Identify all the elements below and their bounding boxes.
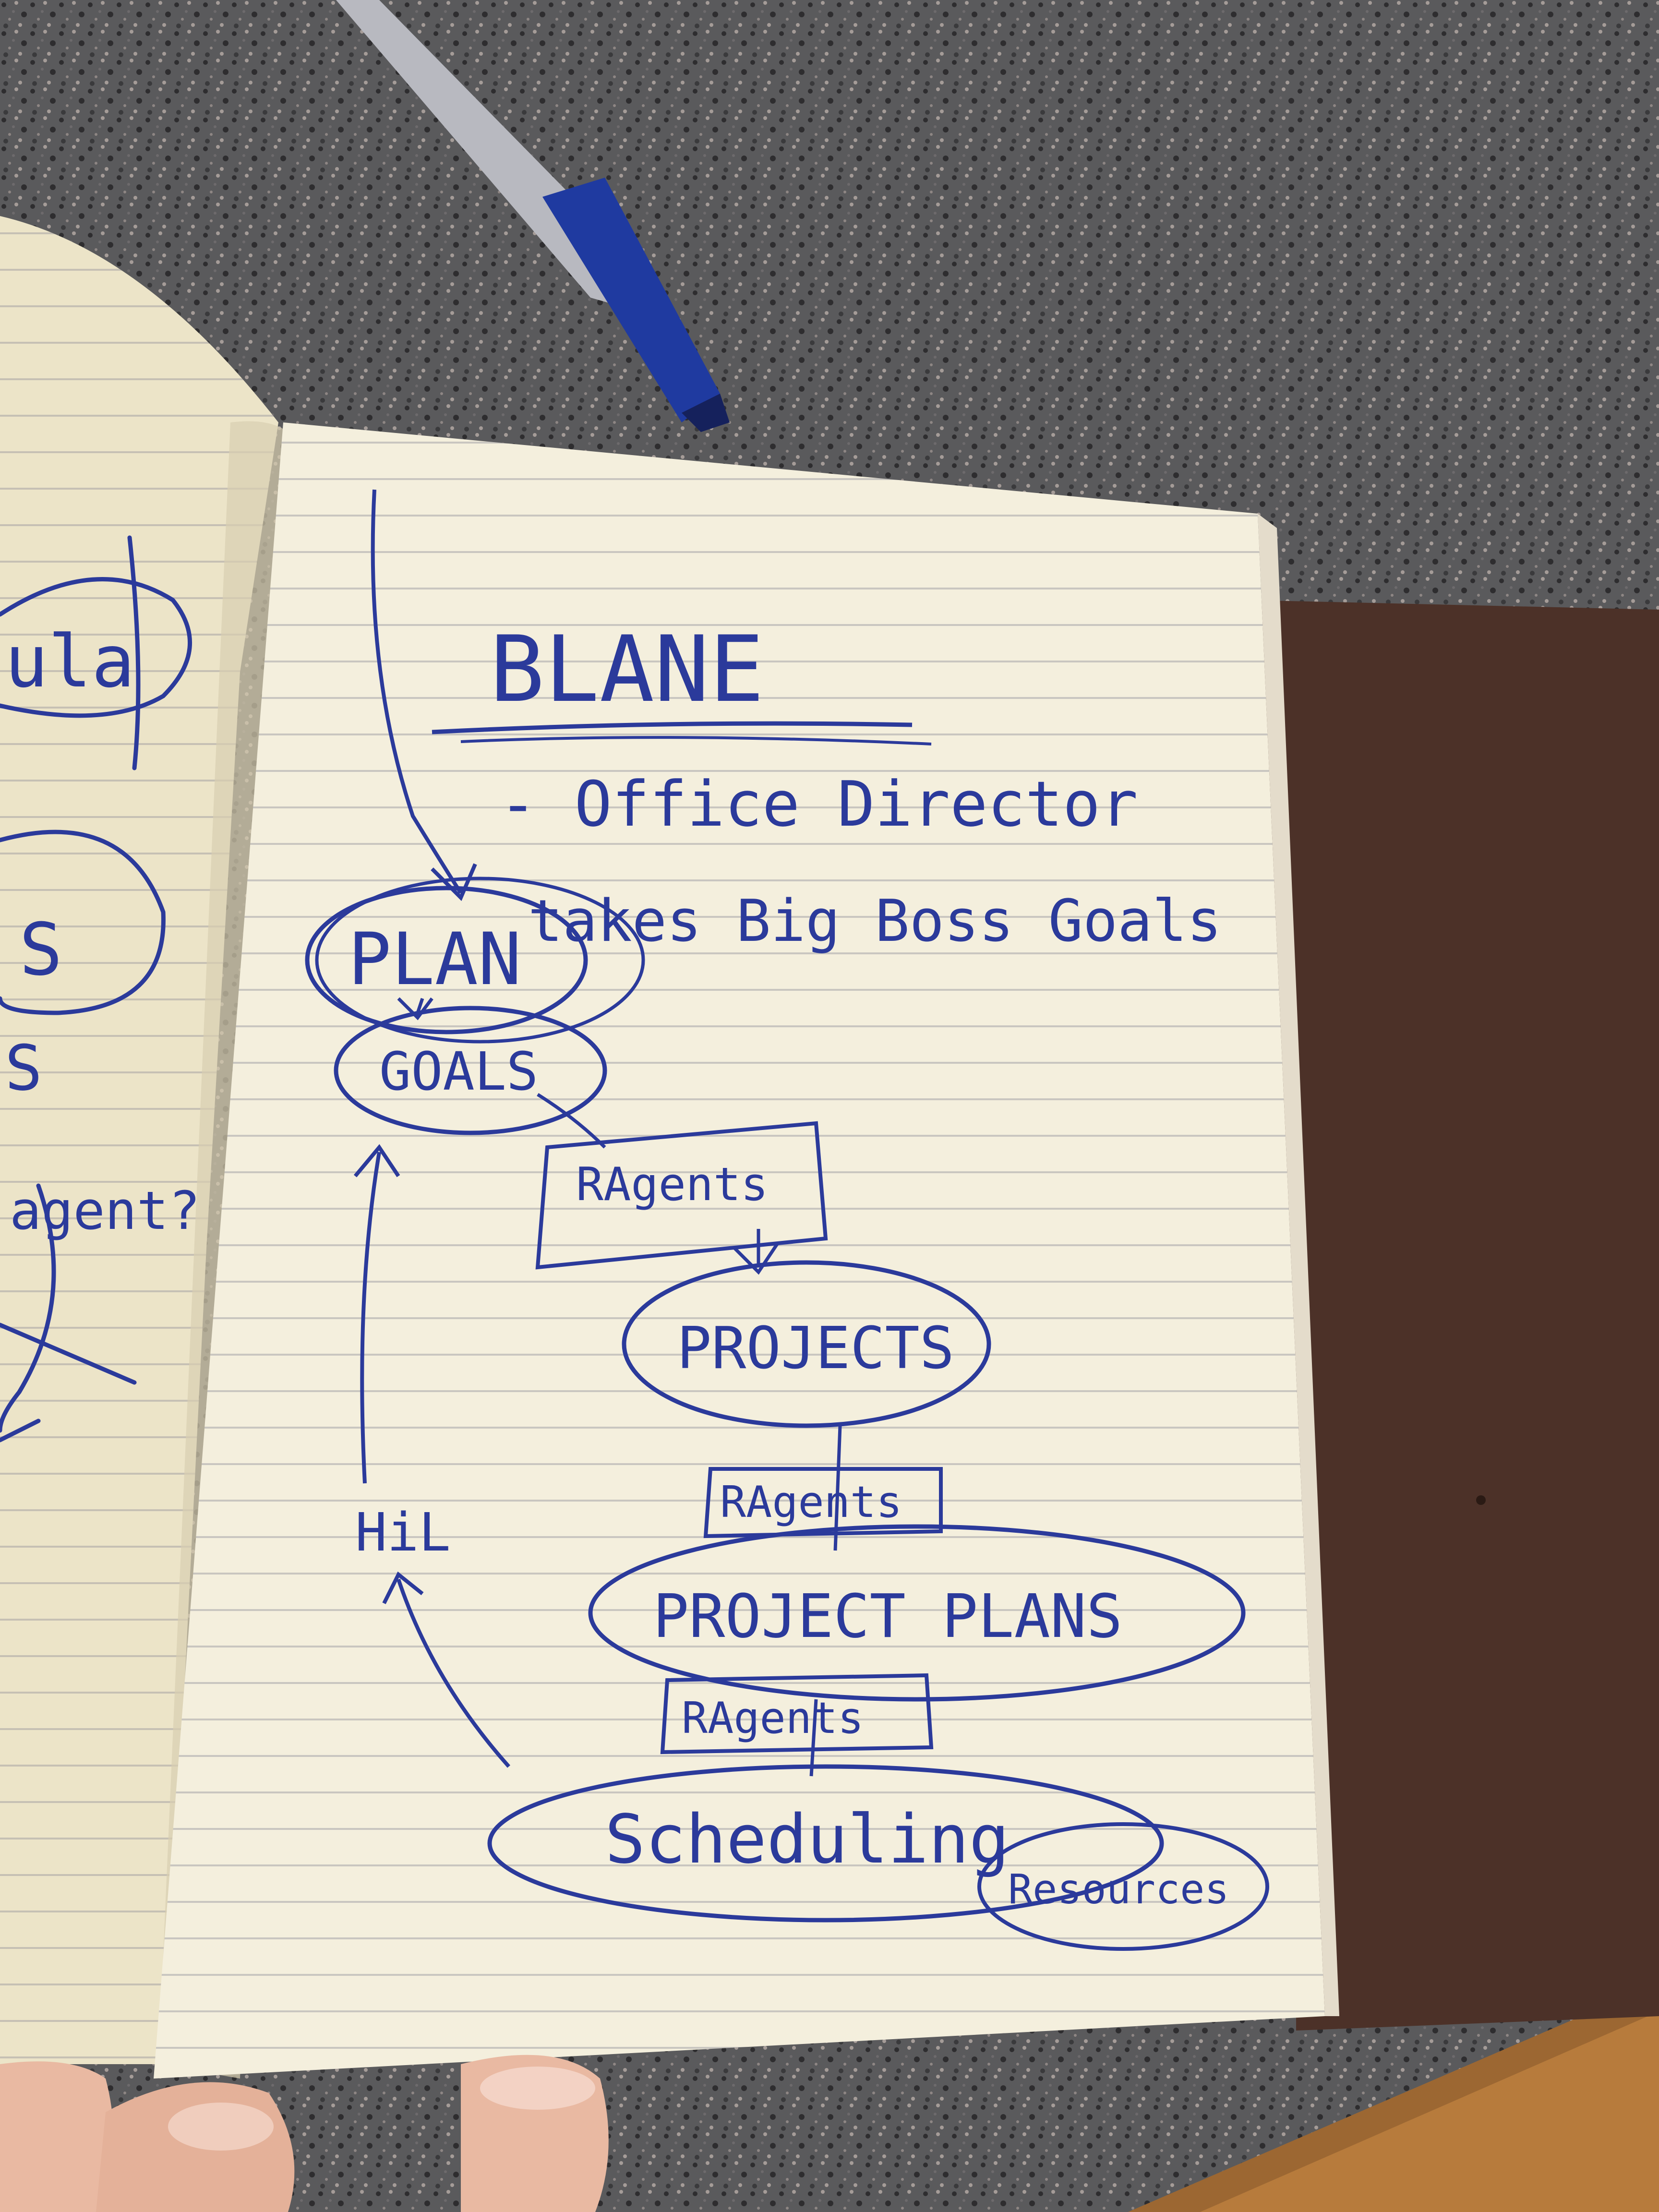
- leather-cover: [1248, 600, 1659, 2031]
- left-fragment-2: S: [19, 908, 62, 992]
- right-page: [154, 422, 1325, 2079]
- page-edge: [1258, 514, 1339, 2016]
- title-underline-2: [460, 736, 932, 745]
- scheduling-label: Scheduling: [605, 1801, 1010, 1879]
- agents-box-2: [703, 1467, 943, 1539]
- arrow-plan-goals: [397, 997, 433, 1021]
- left-fragment-3: S: [5, 1032, 42, 1105]
- note-line-2: takes Big Boss Goals: [528, 888, 1222, 955]
- leather-spot: [1476, 1495, 1486, 1505]
- arrow-scheduling-hil: [397, 1578, 510, 1768]
- left-fragment-4: agent?: [10, 1180, 200, 1241]
- left-page: [0, 216, 278, 2064]
- projects-label: PROJECTS: [677, 1315, 954, 1382]
- arrow-hil-goals: [360, 1152, 381, 1484]
- arrow-scheduling-hil-head: [382, 1571, 424, 1604]
- goals-ellipse: [334, 1006, 607, 1135]
- project-plans-ellipse: [588, 1524, 1246, 1702]
- agents-label-1: RAgents: [576, 1158, 768, 1211]
- hil-label: HiL: [355, 1502, 451, 1563]
- resources-ellipse: [977, 1822, 1269, 1951]
- title-underline: [432, 721, 913, 734]
- goals-label: GOALS: [379, 1041, 538, 1102]
- agents-label-2: RAgents: [720, 1477, 902, 1527]
- projects-ellipse: [622, 1260, 991, 1428]
- resources-label: Resources: [1008, 1866, 1229, 1913]
- project-plans-label: PROJECT PLANS: [653, 1582, 1122, 1651]
- fingers: [0, 2055, 609, 2212]
- agents-label-3: RAgents: [682, 1693, 864, 1743]
- left-fragment-1: ula: [5, 620, 135, 704]
- handwritten-diagram: BLANE - Office Director takes Big Boss G…: [305, 489, 1269, 1951]
- agents-box-3: [660, 1673, 934, 1755]
- arrow-agents-projects: [733, 1229, 779, 1275]
- arrow-goals-agents: [537, 1093, 606, 1149]
- arrow-hil-goals-head: [353, 1144, 400, 1178]
- arrow-into-plan: [371, 489, 463, 894]
- arrow-plans-agents: [809, 1699, 818, 1777]
- arrow-into-plan-head: [431, 863, 477, 902]
- agents-box-1: [535, 1121, 828, 1270]
- ballpoint-pen: [336, 0, 730, 432]
- scheduling-ellipse: [487, 1764, 1164, 1923]
- plan-ellipse: [305, 886, 588, 1034]
- plan-ellipse-2: [315, 877, 645, 1044]
- note-title: BLANE: [490, 616, 764, 722]
- left-page-ink: [0, 535, 192, 1443]
- note-line-1: - Office Director: [499, 768, 1138, 841]
- wood-edge-shadow: [1128, 1983, 1659, 2212]
- plan-label: PLAN: [348, 918, 521, 1001]
